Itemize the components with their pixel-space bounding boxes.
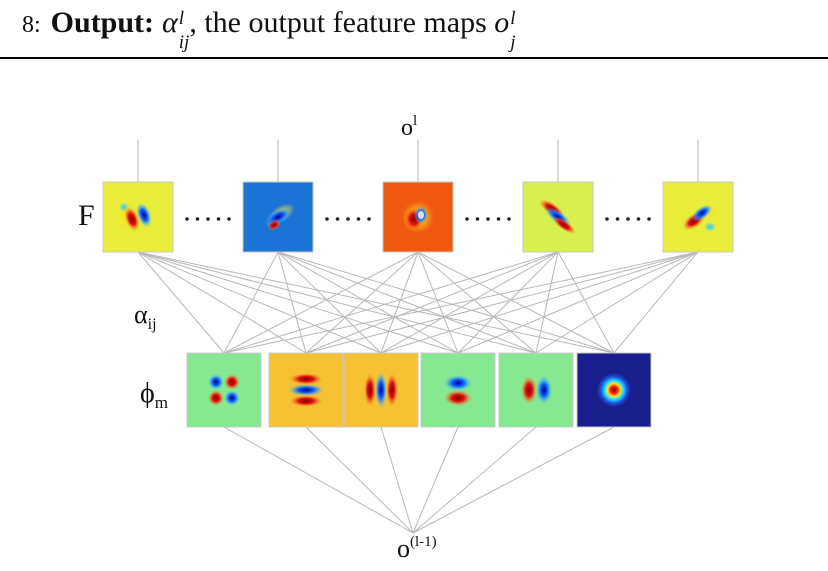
alpha-connection	[137, 251, 615, 354]
alpha-connection	[305, 251, 699, 354]
ellipsis-dot	[496, 217, 501, 221]
filter-row	[102, 181, 734, 253]
basis-function-3	[343, 352, 419, 428]
alpha-connection	[277, 251, 615, 354]
o-superscript: l	[510, 8, 516, 29]
alpha-connection	[535, 251, 559, 354]
ellipsis-dot	[636, 217, 641, 221]
top-output-label: ol	[401, 113, 417, 141]
alpha-subscript: ij	[178, 32, 190, 54]
input-connection	[380, 426, 414, 534]
o-symbol: o	[494, 6, 510, 39]
ellipsis-dot	[615, 217, 620, 221]
alpha-connection	[380, 251, 699, 354]
alpha-label: αij	[134, 300, 157, 333]
alpha-connection	[277, 251, 382, 354]
alpha-scripts: l ij	[178, 9, 190, 54]
filter-label: F	[78, 199, 95, 232]
alpha-connection	[277, 251, 307, 354]
input-connection	[305, 426, 414, 534]
ellipsis-dot	[356, 217, 361, 221]
filter-map-4	[522, 181, 594, 253]
output-keyword: Output:	[50, 6, 155, 39]
alpha-superscript: l	[178, 8, 185, 29]
filter-map-1	[102, 181, 174, 253]
alpha-connection	[277, 251, 459, 354]
basis-function-2	[268, 352, 344, 428]
filter-map-2	[242, 181, 314, 253]
alpha-connection	[305, 251, 419, 354]
output-stems	[137, 140, 699, 182]
ellipsis-dot	[216, 217, 221, 221]
alpha-connection	[137, 251, 537, 354]
alpha-connection	[137, 251, 459, 354]
ellipsis-dot	[325, 217, 329, 221]
ellipsis-dot	[626, 217, 630, 221]
alpha-connection	[417, 251, 459, 354]
filter-map-3	[382, 181, 454, 253]
ellipsis-dot	[647, 217, 651, 221]
output-description: , the output feature maps	[189, 6, 495, 39]
alpha-connection	[535, 251, 699, 354]
alpha-connection	[137, 251, 225, 354]
bottom-input-label: o(l-1)	[397, 534, 437, 563]
alpha-connection	[417, 251, 537, 354]
alpha-connection	[417, 251, 615, 354]
phi-label: ϕm	[140, 378, 168, 412]
alpha-connection	[457, 251, 559, 354]
alpha-connection	[380, 251, 419, 354]
alpha-connection	[380, 251, 559, 354]
ellipsis-dot	[206, 217, 210, 221]
o-subscript: j	[510, 32, 516, 54]
alpha-symbol: α	[162, 6, 178, 39]
alpha-connection	[137, 251, 382, 354]
horizontal-rule	[0, 57, 828, 59]
ellipsis-dot	[185, 217, 189, 221]
connection-lines	[137, 251, 699, 534]
alpha-connection	[277, 251, 537, 354]
alpha-connection	[223, 251, 559, 354]
ellipsis-dot	[195, 217, 200, 221]
alpha-connection	[137, 251, 307, 354]
alpha-connection	[223, 251, 419, 354]
ellipsis-dot	[346, 217, 350, 221]
ellipsis-dot	[475, 217, 480, 221]
filter-map-5	[662, 181, 734, 253]
ellipsis-dot	[367, 217, 371, 221]
basis-function-1	[186, 352, 262, 428]
input-connection	[223, 426, 414, 534]
input-connection	[412, 426, 459, 534]
alpha-connection	[223, 251, 699, 354]
basis-function-4	[420, 352, 496, 428]
ellipsis-dot	[605, 217, 609, 221]
ellipsis-dot	[507, 217, 511, 221]
basis-function-6	[576, 352, 652, 428]
ellipsis-dots	[185, 217, 651, 221]
input-connection	[412, 426, 615, 534]
alpha-connection	[457, 251, 699, 354]
alpha-connection	[223, 251, 279, 354]
ellipsis-dot	[465, 217, 469, 221]
input-connection	[412, 426, 537, 534]
ellipsis-dot	[335, 217, 340, 221]
ellipsis-dot	[486, 217, 490, 221]
ellipsis-dot	[227, 217, 231, 221]
basis-function-5	[498, 352, 574, 428]
alpha-connection	[305, 251, 559, 354]
line-number: 8:	[22, 12, 41, 38]
alpha-connection	[613, 251, 699, 354]
basis-row	[186, 352, 652, 428]
alpha-connection	[557, 251, 615, 354]
